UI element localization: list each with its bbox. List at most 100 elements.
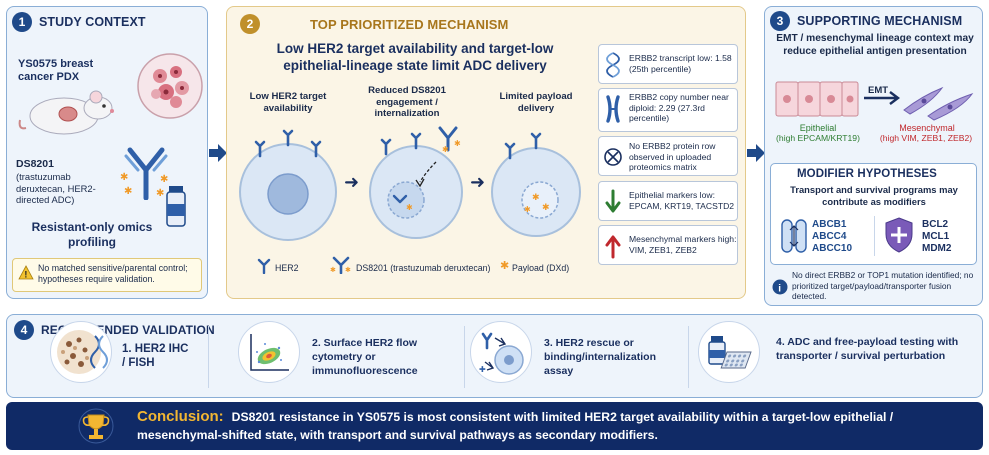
svg-text:✱: ✱ [454,139,461,148]
tumor-tissue-icon [137,53,203,119]
flow-arrow-2 [747,144,765,162]
conclusion-text-block: Conclusion:DS8201 resistance in YS0575 i… [137,408,957,444]
stage-2-label: Reduced DS8201 engagement / internalizat… [368,85,446,119]
svg-text:✱: ✱ [406,203,413,212]
stage-arrow-1: ➜ [344,172,360,192]
transporter-icon [781,219,807,253]
evidence-box-3: No ERBB2 protein row observed in uploade… [598,136,738,176]
svg-text:✱: ✱ [330,266,336,274]
svg-text:✚: ✚ [479,365,486,374]
up-arrow-icon [605,235,621,259]
survival-1: BCL2 [922,219,949,230]
modifier-divider [874,216,875,256]
transporter-1: ABCB1 [812,219,847,230]
panel-1-title: STUDY CONTEXT [39,15,146,29]
conclusion-banner [6,402,983,450]
evidence-box-4: Epithelial markers low: EPCAM, KRT19, TA… [598,181,738,221]
svg-text:✱: ✱ [524,205,531,214]
drug-name: DS8201 [16,158,54,170]
validation-step-3: 3. HER2 rescue or binding/internalizatio… [544,336,684,378]
antibody-drug-icon: ✱ ✱ ✱ ✱ [120,147,168,200]
trophy-icon [78,408,114,444]
validation-step-3-label: 3. HER2 rescue or binding/internalizatio… [544,337,656,377]
study-context-panel [6,6,208,299]
stage-3-label: Limited payload delivery [499,91,573,114]
down-arrow-icon [605,189,621,213]
drug-description: (trastuzumab deruxtecan, HER2-directed A… [16,171,96,205]
not-detected-icon [604,148,622,166]
supporting-subtitle: EMT / mesenchymal lineage context may re… [776,33,974,57]
panel-3-number: 3 [770,11,790,31]
payload-legend-icon: ✱ [500,260,510,272]
svg-text:✱: ✱ [124,186,132,197]
epithelial-markers: (high EPCAM/KRT19) [776,133,860,143]
dna-icon [606,52,620,78]
warning-icon: ! [18,265,34,280]
emt-label: EMT [868,85,889,96]
svg-text:✱: ✱ [542,202,550,212]
legend-her2: HER2 [275,263,299,273]
legend-payload: Payload (DXd) [512,263,570,273]
evidence-text-4: Epithelial markers low: EPCAM, KRT19, TA… [629,190,735,211]
rescue-assay-icon: ✚ [470,321,532,383]
cell-limited-payload-illustration: ✱ ✱ ✱ [491,132,581,237]
mechanism-headline: Low HER2 target availability and target-… [276,41,554,73]
evidence-box-2: ERBB2 copy number near diploid: 2.29 (27… [598,88,738,132]
validation-separator-2 [464,326,465,388]
emt-illustration [775,81,974,121]
modifier-title: MODIFIER HYPOTHESES [797,168,937,180]
evidence-text-1: ERBB2 transcript low: 1.58 (25th percent… [629,53,732,74]
adc-testing-icon [698,321,760,383]
chromosome-icon [606,95,620,123]
legend-ds8201: DS8201 (trastuzumab deruxtecan) [356,263,491,273]
validation-separator-1 [208,326,209,388]
svg-text:✱: ✱ [160,174,168,185]
mutation-note: No direct ERBB2 or TOP1 mutation identif… [792,270,974,301]
ihc-fish-icon [50,321,112,383]
panel-1-number: 1 [12,12,32,32]
stage-arrow-2: ➜ [470,172,486,192]
validation-separator-3 [688,326,689,388]
conclusion-text: DS8201 resistance in YS0575 is most cons… [137,410,894,442]
svg-text:!: ! [24,270,27,280]
transporter-3: ABCC10 [812,243,853,254]
panel-2-number: 2 [240,14,260,34]
validation-step-2: 2. Surface HER2 flow cytometry or immuno… [312,336,462,378]
profiling-label: Resistant-only omics profiling [31,220,153,249]
survival-2: MCL1 [922,231,950,242]
svg-text:✱: ✱ [120,172,128,183]
warning-text: No matched sensitive/parental control; h… [38,263,188,284]
svg-text:✱: ✱ [532,192,540,202]
svg-text:✱: ✱ [156,188,164,199]
stage-1-label: Low HER2 target availability [249,91,327,114]
evidence-text-2: ERBB2 copy number near diploid: 2.29 (27… [629,92,729,123]
transporter-2: ABCC4 [812,231,847,242]
mesenchymal-label: Mesenchymal [899,123,955,133]
warning-box [12,258,202,292]
validation-step-1: 1. HER2 IHC / FISH [122,343,189,369]
panel-3-title: SUPPORTING MECHANISM [797,14,963,28]
flow-cytometry-icon [238,321,300,383]
drug-vial-icon [166,186,186,227]
svg-text:✱: ✱ [442,145,449,154]
epithelial-label: Epithelial [799,123,837,133]
validation-step-2-label: 2. Surface HER2 flow cytometry or immuno… [312,337,418,377]
evidence-text-3: No ERBB2 protein row observed in uploade… [629,141,716,172]
mouse-pdx-illustration [18,90,114,135]
survival-3: MDM2 [922,243,952,254]
panel-4-number: 4 [14,320,34,340]
cell-reduced-engagement-illustration: ✱ ✱ ✱ [369,126,463,239]
conclusion-label: Conclusion: [137,408,224,425]
validation-step-4-label: 4. ADC and free-payload testing with tra… [776,336,959,362]
svg-text:✱: ✱ [345,266,351,274]
cell-low-her2-illustration [239,129,337,241]
info-icon: i [772,279,788,295]
panel-2-title: TOP PRIORITIZED MECHANISM [310,17,509,32]
modifier-subtitle: Transport and survival programs may cont… [790,184,958,207]
mesenchymal-markers: (high VIM, ZEB1, ZEB2) [879,133,973,143]
flow-arrow-1 [209,144,227,162]
ds8201-legend-icon: ✱ ✱ [330,256,351,274]
model-label: YS0575 breast cancer PDX [18,58,94,83]
evidence-box-1: ERBB2 transcript low: 1.58 (25th percent… [598,44,738,84]
her2-legend-icon [257,258,271,274]
